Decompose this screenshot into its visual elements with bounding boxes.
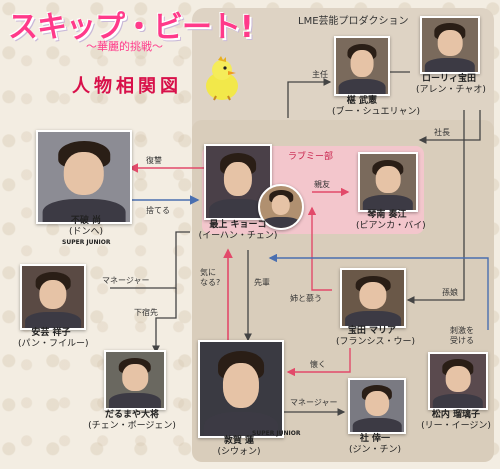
person-sho: 不破 尚(ドンヘ) [68,216,104,237]
person-taisho: だるまや大将(チェン・ボージェン) [88,410,176,431]
person-shoko: 安芸 祥子(パン・フイルー) [18,328,89,349]
portrait-kyoko [204,144,272,220]
relationship-chart-title: 人物相関図 [72,76,182,97]
portrait-lory [420,16,480,74]
person-kanae: 琴南 奏江(ビアンカ・バイ) [356,210,426,231]
relation-senpai: 先輩 [254,278,270,287]
person-kyoko: 最上 キョーコ(イーハン・チェン) [198,220,278,241]
drama-subtitle: 〜華麗的挑戦〜 [86,40,163,53]
love-me-section-label: ラブミー部 [288,152,334,162]
relation-kininaru: 気に なる? [200,268,221,287]
portrait-yashiro [348,378,406,434]
relation-manager1: マネージャー [102,276,150,285]
relation-ane: 姉と慕う [290,294,322,303]
portrait-ren [198,340,284,438]
group-label-ren: SUPER JUNIOR [252,430,301,437]
portrait-maria [340,268,406,328]
relation-shinyu: 親友 [314,180,330,189]
chicken-mascot-icon [206,56,238,101]
portrait-ruriko [428,352,488,410]
portrait-kyoko-alt [258,184,304,230]
person-sawara: 椹 武憲(ブー・シュエリャン) [332,96,421,117]
relation-mago: 孫娘 [442,288,458,297]
relation-suteru: 捨てる [146,206,170,215]
relation-shigeki: 刺激を 受ける [450,326,474,345]
portrait-kanae [358,152,418,212]
person-lory: ローリィ宝田(アレン・チャオ) [416,74,486,95]
portrait-taisho [104,350,166,410]
drama-title: スキップ・ビート! [8,10,254,45]
relation-manager2: マネージャー [290,398,338,407]
portrait-sawara [334,36,390,96]
person-maria: 宝田 マリア(フランシス・ウー) [336,326,416,347]
person-ren: 敦賀 蓮(シウォン) [217,436,261,457]
relation-shunin: 主任 [312,70,328,79]
person-yashiro: 社 倖一(ジン・チン) [348,434,402,455]
portrait-shoko [20,264,86,330]
relation-geshukusaki: 下宿先 [134,308,158,317]
agency-label: LME芸能プロダクション [298,16,409,27]
relation-fukushu: 復讐 [146,156,162,165]
person-ruriko: 松内 瑠璃子(リー・イージン) [421,410,491,431]
portrait-sho [36,130,132,224]
relation-natsuku: 懐く [310,360,326,369]
group-label-sho: SUPER JUNIOR [62,239,111,246]
relation-shacho: 社長 [434,128,450,137]
